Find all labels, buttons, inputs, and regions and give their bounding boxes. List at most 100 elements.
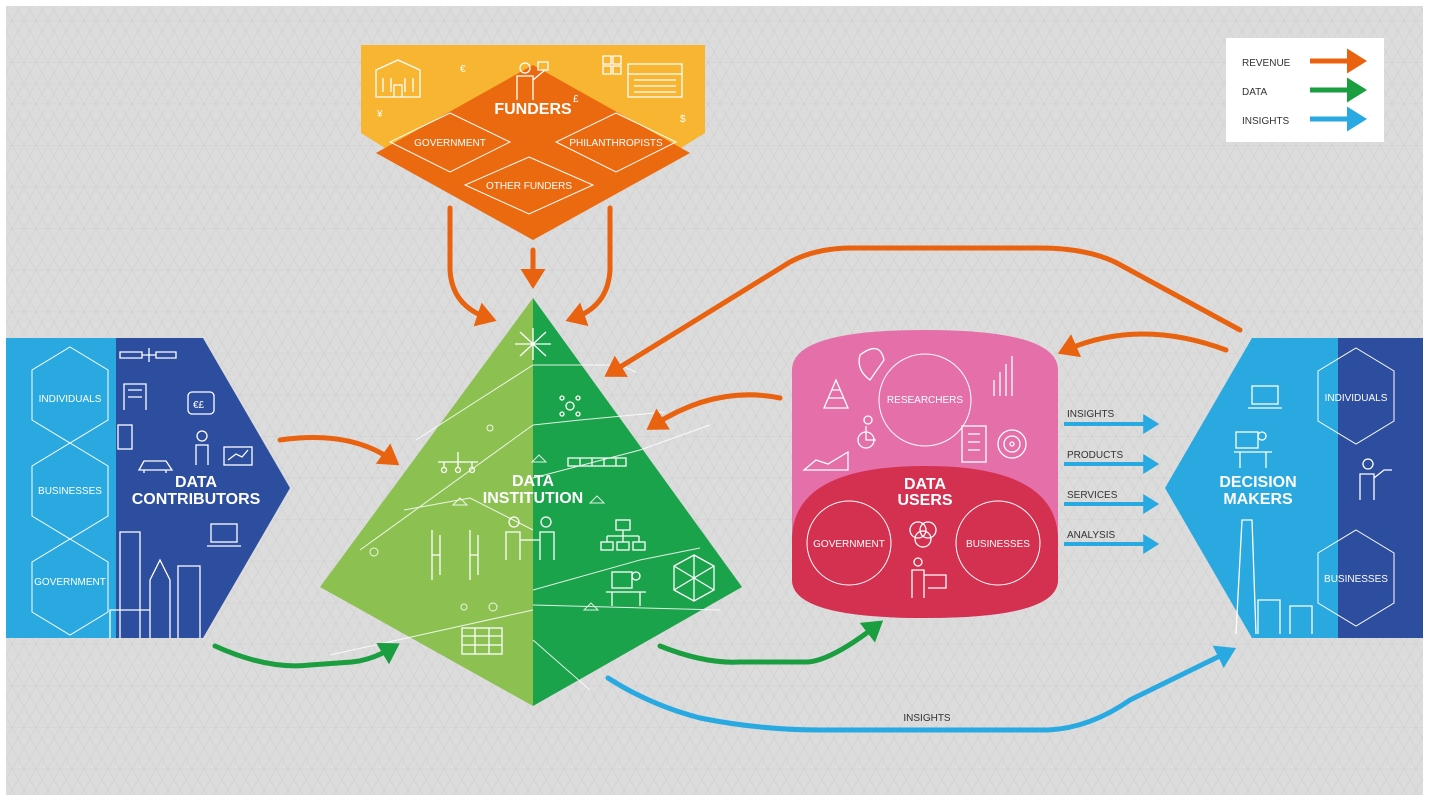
target-icon [997,429,1027,459]
institution-title-line2: INSTITUTION [483,490,583,507]
revenue-arrow-decision-to-users [1057,331,1229,358]
network-icon [559,395,581,417]
decision-businesses-label: BUSINESSES [1324,574,1388,585]
institution-title-line1: DATA [512,473,555,490]
output-insights-label: INSIGHTS [1067,409,1115,420]
revenue-arrow-funders-right [565,205,613,327]
contributors-businesses-label: BUSINESSES [38,486,102,497]
tablet-chart-icon [223,446,253,466]
laptop-icon [207,523,241,547]
users-title-line2: USERS [897,492,952,509]
building-icon [375,59,421,98]
data-users-block: RESEARCHERS GOVERNMENT BUSINESSES DATA U… [792,330,1058,618]
workstation-icon [606,571,646,606]
car-icon [137,460,174,473]
data-arrow-contributors-to-institution [212,642,400,669]
data-arrow-institution-to-users [657,620,884,665]
org-chart-icon [600,519,646,551]
decision-individuals-label: INDIVIDUALS [1325,393,1388,404]
starburst-icon [515,328,551,360]
funders-block: FUNDERS GOVERNMENT PHILANTHROPISTS OTHER… [361,45,705,240]
pound-symbol: £ [573,94,579,105]
yen-symbol: ¥ [376,109,383,120]
contributors-government-hex [31,538,109,636]
contributors-title-line1: DATA [175,474,218,491]
euro-symbol: € [460,64,466,75]
users-businesses-label: BUSINESSES [966,539,1030,550]
city-skyline-icon [109,531,201,638]
output-services-label: SERVICES [1067,490,1118,501]
users-researchers-circle [878,353,972,447]
dollar-symbol: $ [680,114,686,125]
funders-philanthropists-label: PHILANTHROPISTS [569,138,663,149]
bank-icon [627,63,683,98]
satellite-icon [119,348,177,362]
users-government-circle [806,500,892,586]
bracket-tree-icon [431,530,479,580]
contributors-hexagon [116,338,290,638]
person-icon [195,430,209,465]
data-institution-block: DATA INSTITUTION [320,298,742,706]
revenue-arrow-funders-left [447,205,497,327]
funders-philanthropists-diamond [554,112,678,173]
revenue-flows [277,205,1243,466]
wallet-icon: €£ [187,391,215,415]
insights-flows [605,645,1237,733]
pyramid-chart-icon [823,378,849,409]
spreadsheet-icon [461,627,503,655]
presenter-icon [911,557,947,598]
output-products-label: PRODUCTS [1067,450,1123,461]
laptop-icon [1248,385,1282,409]
decision-title-line1: DECISION [1219,474,1296,491]
checklist-icon [961,425,987,463]
funders-title: FUNDERS [494,101,572,118]
users-businesses-circle [955,500,1041,586]
grid-icon [602,55,622,75]
funders-other-diamond [463,156,595,215]
legend-data-label: DATA [1242,87,1268,98]
funders-government-diamond [388,112,512,173]
revenue-arrow-decision-to-institution [604,245,1243,377]
hierarchy-icon [438,452,478,474]
logo-shape-icon [858,348,885,381]
desk-worker-icon [1234,431,1272,468]
output-analysis-label: ANALYSIS [1067,530,1115,541]
area-chart-icon [802,450,849,471]
skyscraper-icon [1235,519,1313,635]
desk-icon [123,383,147,410]
bar-chart-icon [993,356,1013,396]
decision-title-line2: MAKERS [1223,491,1293,508]
svg-text:€£: €£ [193,400,205,411]
person-presenting-icon [516,61,549,100]
team-meeting-icon [505,516,555,560]
pyramid-right-face [533,298,742,706]
revenue-arrow-users-to-institution [646,392,783,430]
decision-hexagon [1165,338,1338,638]
chain-icon [567,457,627,467]
contributors-title-line2: CONTRIBUTORS [132,491,261,508]
insights-arrow-institution-to-decision [605,645,1237,733]
presenter-icon [1359,458,1392,500]
funders-diamond [376,65,690,240]
funders-other-label: OTHER FUNDERS [486,181,572,192]
decision-individuals-hex [1317,347,1395,445]
geodesic-icon [673,554,715,602]
pyramid-circuit-lines [329,364,721,691]
contributors-government-label: GOVERNMENT [34,577,106,588]
revenue-arrow-contributors [277,435,400,466]
decision-makers-block: INDIVIDUALS BUSINESSES DECISION MAKERS [1165,338,1423,638]
legend-revenue-label: REVENUE [1242,58,1291,69]
users-researchers-label: RESEARCHERS [887,395,963,406]
legend-insights-label: INSIGHTS [1242,116,1290,127]
venn-icon [909,521,937,548]
contributors-individuals-label: INDIVIDUALS [39,394,102,405]
data-contributors-block: INDIVIDUALS BUSINESSES GOVERNMENT DATA C… [6,338,290,638]
users-title-line1: DATA [904,476,947,493]
users-outputs: INSIGHTS PRODUCTS SERVICES ANALYSIS [1064,409,1160,554]
decision-businesses-hex [1317,529,1395,627]
legend: REVENUE DATA INSIGHTS [1226,38,1384,142]
phone-icon [117,424,133,450]
data-flows [212,620,884,669]
